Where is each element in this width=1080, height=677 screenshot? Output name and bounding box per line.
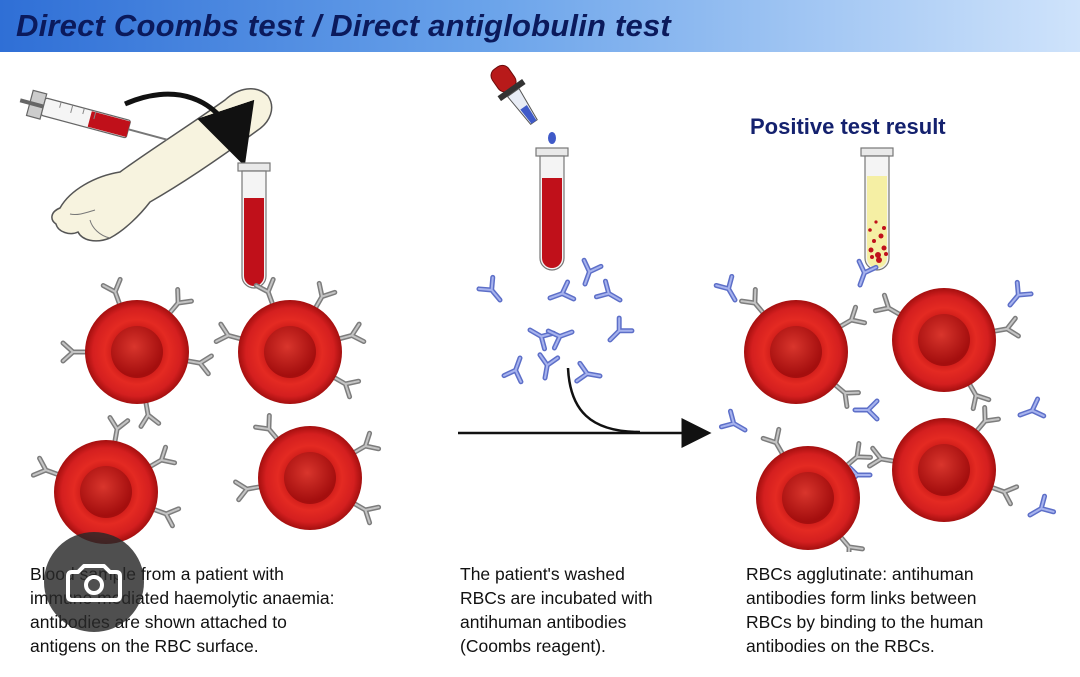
page-title: Direct Coombs test / Direct antiglobulin… <box>16 8 671 43</box>
camera-icon[interactable] <box>44 532 144 632</box>
syringe-icon <box>19 89 168 141</box>
caption-line: RBCs are incubated with <box>460 588 653 608</box>
caption-line: The patient's washed <box>460 564 625 584</box>
red-blood-cell-icon <box>870 408 1017 522</box>
test-tube-icon <box>237 162 271 289</box>
caption-step-3: RBCs agglutinate: antihuman antibodies f… <box>746 562 983 658</box>
red-blood-cell-icon <box>236 416 379 530</box>
reagent-drop <box>548 132 556 144</box>
red-blood-cell-icon <box>756 429 870 552</box>
red-blood-cell-icon <box>875 288 1018 409</box>
transfer-arrow <box>123 91 255 167</box>
camera-icon-glyph <box>66 564 122 602</box>
caption-line: (Coombs reagent). <box>460 636 606 656</box>
caption-step-2: The patient's washed RBCs are incubated … <box>460 562 653 658</box>
test-tube-icon <box>860 147 894 271</box>
title-bar: Direct Coombs test / Direct antiglobulin… <box>0 0 1080 52</box>
red-blood-cell-icon <box>33 418 178 544</box>
caption-line: RBCs agglutinate: antihuman <box>746 564 974 584</box>
caption-line: RBCs by binding to the human <box>746 612 984 632</box>
dropper-icon <box>490 64 538 125</box>
red-blood-cell-icon <box>216 279 364 404</box>
merge-arrow <box>566 367 641 434</box>
antibody-icon <box>479 260 632 385</box>
diagram-canvas <box>19 64 1080 552</box>
test-tube-icon <box>535 147 569 271</box>
caption-line: antibodies on the RBCs. <box>746 636 935 656</box>
red-blood-cell-icon <box>63 279 211 426</box>
caption-line: antigens on the RBC surface. <box>30 636 259 656</box>
positive-result-label: Positive test result <box>750 114 946 139</box>
red-blood-cell-icon <box>742 290 865 407</box>
caption-line: antibodies form links between <box>746 588 977 608</box>
caption-line: antihuman antibodies <box>460 612 627 632</box>
